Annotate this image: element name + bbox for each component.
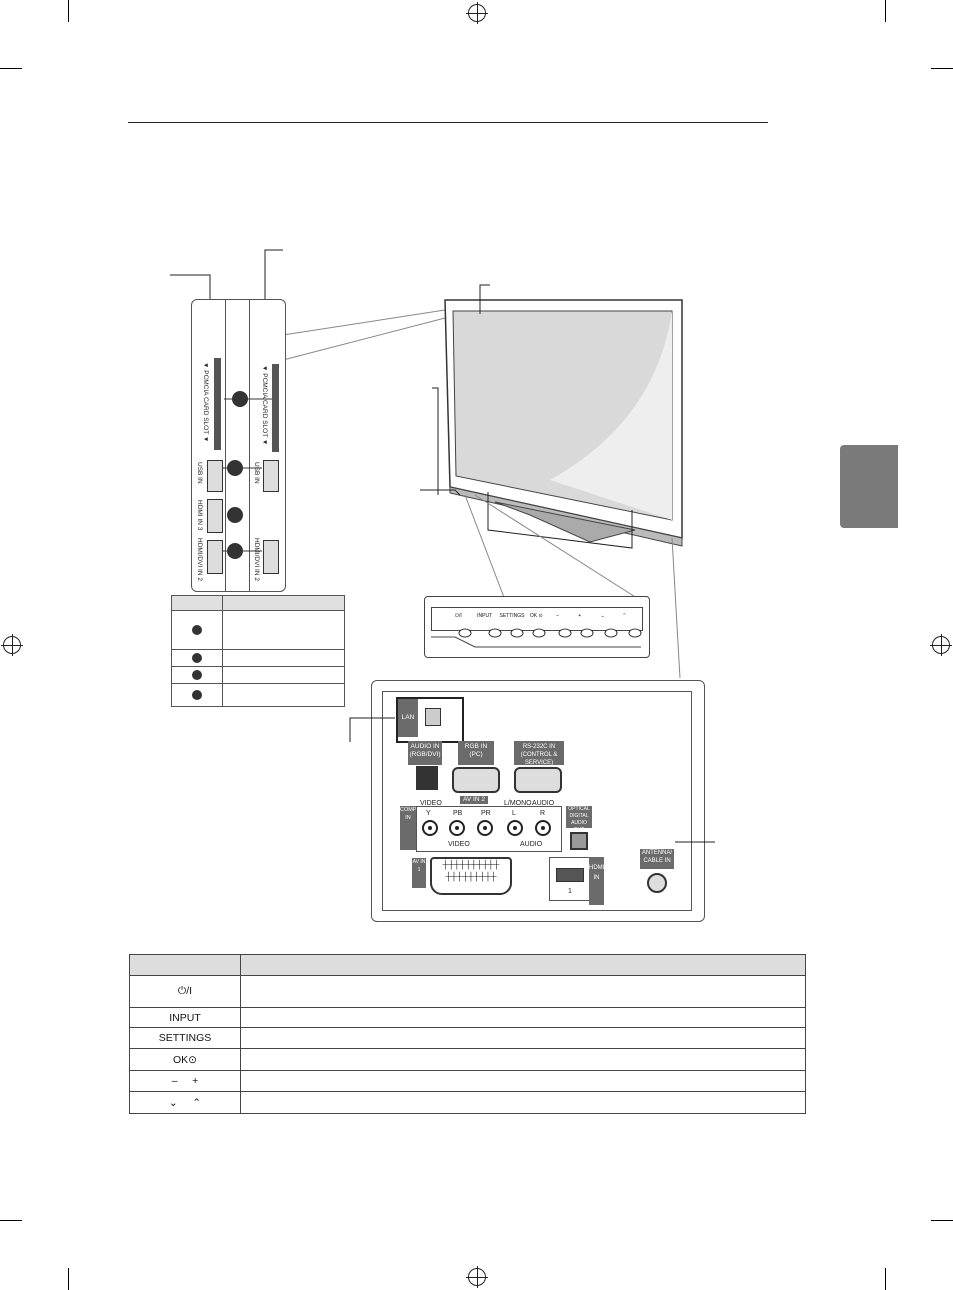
button-row-input: INPUT — [129, 1007, 241, 1028]
rs232-port — [514, 767, 562, 793]
r-label: R — [540, 810, 546, 817]
hdmi2-port-left — [207, 540, 223, 574]
legend-dot-3 — [192, 670, 202, 680]
hdmi2-port-right — [263, 540, 279, 574]
tv-illustration — [420, 284, 683, 679]
legend-dot-2 — [192, 653, 202, 663]
pcmcia-slot-right — [272, 364, 279, 452]
hdmi-in-label: HDMI IN — [589, 857, 604, 905]
hdmi-in-number: 1 — [568, 888, 572, 895]
button-row-program: ⌄ ⌃ — [129, 1091, 241, 1114]
usb-port-right — [263, 460, 279, 492]
registration-mark-right — [930, 634, 952, 656]
front-btn-label-up: ⌃ — [622, 613, 627, 619]
hdmi-in-port — [556, 868, 584, 882]
lan-jack — [425, 708, 441, 726]
button-table: ⏻/I INPUT SETTINGS OK⊙ – + ⌄ ⌃ — [129, 954, 806, 1114]
button-row-power: ⏻/I — [129, 975, 241, 1008]
audio-top-label: AUDIO — [532, 800, 555, 807]
audio-bottom-label: AUDIO — [520, 841, 543, 848]
audio-in-rgb-label: AUDIO IN (RGB/DVI) — [408, 741, 442, 765]
front-btn-label-ok: OK ⊙ — [529, 613, 543, 619]
pb-jack — [449, 820, 465, 836]
legend-dot-1 — [192, 625, 202, 635]
button-row-settings: SETTINGS — [129, 1027, 241, 1049]
l-jack — [507, 820, 523, 836]
hdmi3-port-left — [207, 499, 223, 533]
callout-dot-lines — [222, 398, 272, 552]
chapter-tab — [840, 445, 898, 528]
side-panel-legend-table — [171, 595, 345, 707]
r-jack — [535, 820, 551, 836]
audio-in-jack — [416, 766, 438, 790]
registration-mark-top — [466, 2, 488, 24]
legend-dot-4 — [192, 690, 202, 700]
button-row-ok: OK⊙ — [129, 1048, 241, 1071]
antenna-jack — [647, 873, 667, 893]
registration-mark-bottom — [466, 1266, 488, 1288]
optical-port — [570, 832, 588, 850]
registration-mark-left — [1, 634, 23, 656]
side-panel-leaders — [170, 249, 446, 360]
front-btn-label-plus: + — [578, 613, 582, 619]
hdmi2-label-left: HDMI/DVI IN 2 — [196, 538, 203, 581]
l-label: L — [512, 810, 516, 817]
pr-jack — [477, 820, 493, 836]
front-btn-label-power: ⏻/I — [455, 613, 462, 619]
rear-leaders — [349, 717, 715, 843]
av-in-label: AV IN 1 — [412, 858, 426, 888]
component-box — [416, 806, 562, 852]
y-jack — [422, 820, 438, 836]
hdmi3-label-left: HDMI IN 3 — [196, 500, 203, 531]
front-button-strip: ⏻/I INPUT SETTINGS OK ⊙ – + ⌄ ⌃ — [424, 596, 650, 658]
rgb-in-port — [452, 767, 500, 793]
video-top-label: VIDEO — [420, 800, 442, 807]
scart-port: ┼┼┼┼┼┼┼┼┼┼┼┼┼┼┼┼┼┼┼ — [430, 857, 512, 895]
pb-label: PB — [453, 810, 463, 817]
header-rule — [128, 122, 768, 123]
front-btn-label-down: ⌄ — [600, 613, 605, 619]
pr-label: PR — [481, 810, 491, 817]
callout-dot-3 — [227, 507, 243, 523]
front-btn-label-settings: SETTINGS — [499, 613, 525, 619]
rgb-in-label: RGB IN (PC) — [458, 741, 494, 765]
lmono-label: L/MONO — [504, 800, 532, 807]
y-label: Y — [426, 810, 431, 817]
front-btn-label-minus: – — [556, 613, 559, 619]
pcmcia-slot-left — [214, 358, 221, 450]
button-row-volume: – + — [129, 1070, 241, 1092]
antenna-label: ANTENNA/ CABLE IN — [640, 849, 674, 869]
component-in-label: COMPONENT IN — [400, 806, 436, 850]
video-bottom-label: VIDEO — [448, 841, 470, 848]
rs232-label: RS-232C IN (CONTROL & SERVICE) — [514, 741, 564, 766]
usb-port-left — [207, 460, 223, 492]
pcmcia-label-left: ▼ PCMCIA CARD SLOT ▼ — [202, 362, 209, 443]
front-btn-label-input: INPUT — [477, 613, 493, 619]
usb-label-left: USB IN — [196, 462, 203, 484]
optical-label: OPTICAL DIGITAL AUDIO OUT — [566, 806, 592, 833]
lan-label: LAN — [398, 699, 418, 737]
rgb-sub-label: AV IN 2 — [460, 796, 488, 804]
